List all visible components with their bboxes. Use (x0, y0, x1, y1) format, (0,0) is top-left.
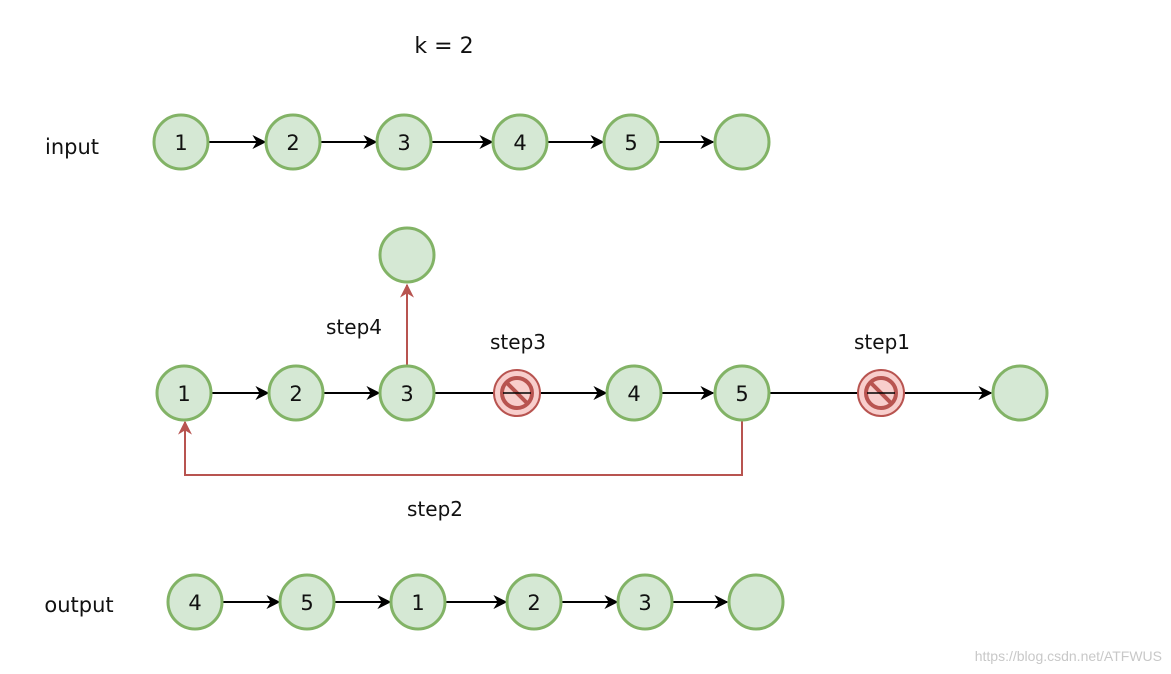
process-node-4: 4 (605, 364, 663, 422)
k-label: k = 2 (414, 34, 473, 59)
output-node-1: 4 (166, 573, 224, 631)
step4-label: step4 (326, 315, 382, 339)
process-node-2-label: 2 (289, 382, 302, 406)
prohibited-icon (857, 369, 905, 417)
step2-label: step2 (407, 497, 463, 521)
input-node-5: 5 (602, 113, 660, 171)
output-node-1-label: 4 (188, 591, 201, 615)
input-node-2-label: 2 (286, 131, 299, 155)
input-node-4-label: 4 (513, 131, 526, 155)
process-node-3-label: 3 (400, 382, 413, 406)
input-null-node (713, 113, 771, 171)
input-node-3-label: 3 (397, 131, 410, 155)
input-node-1: 1 (152, 113, 210, 171)
prohibited-icon (493, 369, 541, 417)
process-node-3: 3 (378, 364, 436, 422)
process-node-1: 1 (155, 364, 213, 422)
process-node-2: 2 (267, 364, 325, 422)
input-node-4: 4 (491, 113, 549, 171)
input-node-5-label: 5 (624, 131, 637, 155)
process-node-5: 5 (713, 364, 771, 422)
output-node-3-label: 1 (411, 591, 424, 615)
output-node-5-label: 3 (638, 591, 651, 615)
input-node-1-label: 1 (174, 131, 187, 155)
step3-label: step3 (490, 330, 546, 354)
process-null-right-node (991, 364, 1049, 422)
output-node-2: 5 (278, 573, 336, 631)
output-row-label: output (44, 593, 113, 617)
output-null-node (727, 573, 785, 631)
output-node-5: 3 (616, 573, 674, 631)
output-node-2-label: 5 (300, 591, 313, 615)
output-node-4: 2 (505, 573, 563, 631)
output-node-4-label: 2 (527, 591, 540, 615)
process-null-top-node (378, 226, 436, 284)
step2-edge (178, 420, 743, 476)
process-node-1-label: 1 (177, 382, 190, 406)
input-node-3: 3 (375, 113, 433, 171)
process-node-5-label: 5 (735, 382, 748, 406)
process-node-4-label: 4 (627, 382, 640, 406)
input-node-2: 2 (264, 113, 322, 171)
input-row-label: input (45, 135, 99, 159)
step1-label: step1 (854, 330, 910, 354)
watermark: https://blog.csdn.net/ATFWUS (975, 648, 1162, 664)
output-node-3: 1 (389, 573, 447, 631)
